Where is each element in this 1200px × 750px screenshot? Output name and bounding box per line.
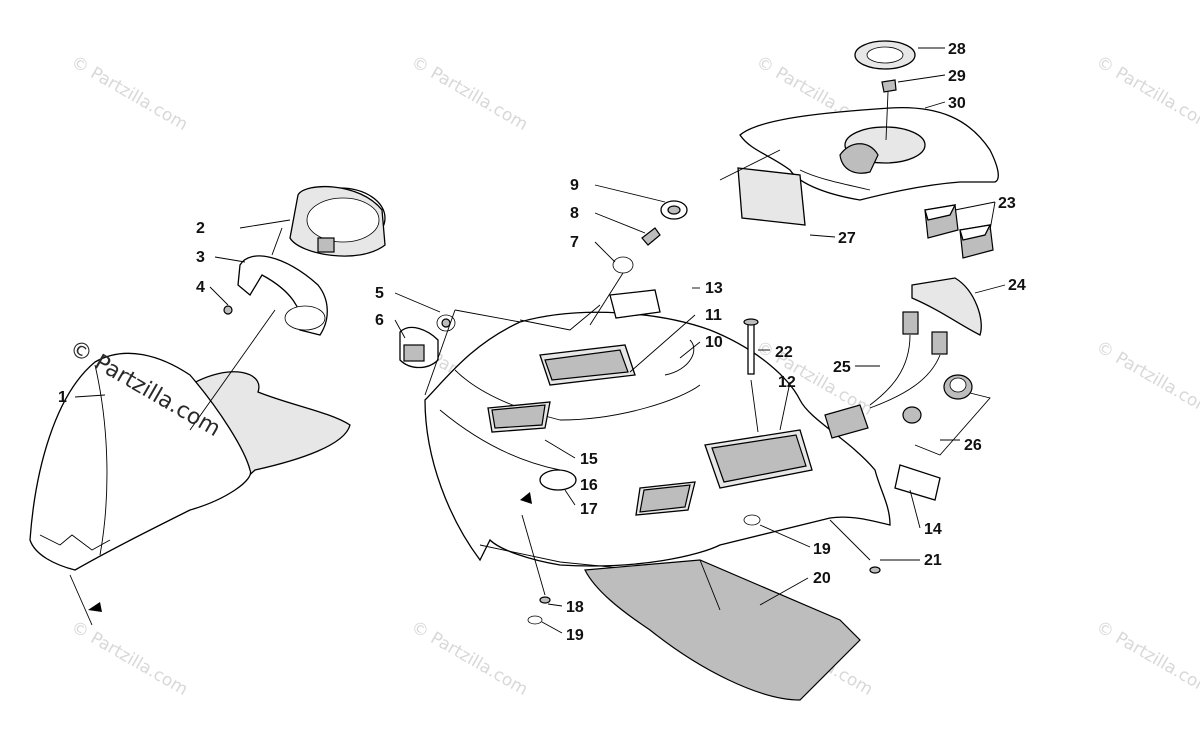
part-26-outlet [902,374,991,456]
part-5-6-switch [399,314,456,369]
callout-27: 27 [838,230,856,247]
callout-8: 8 [570,205,579,222]
callout-25: 25 [833,359,851,376]
callout-26: 26 [964,437,982,454]
callout-23: 23 [998,195,1016,212]
callout-10: 10 [705,334,723,351]
leader-lines [74,47,1006,634]
callout-11: 11 [705,307,722,324]
part-1-front-housing [29,352,351,626]
callout-19-right: 19 [813,541,831,558]
callout-18: 18 [566,599,584,616]
part-27-visor [737,167,806,226]
callout-1: 1 [58,389,67,406]
callout-22: 22 [775,344,793,361]
callout-3: 3 [196,249,205,266]
part-18-19-fasteners [520,492,881,625]
watermark-text: © Partzilla.com [68,617,192,700]
callout-numbers: 1 2 3 4 5 6 7 8 9 10 11 12 13 14 15 16 1… [58,41,1026,644]
callout-9: 9 [570,177,579,194]
watermark-text: © Partzilla.com [68,52,192,135]
callout-2: 2 [196,220,205,237]
callout-13: 13 [705,280,723,297]
callout-17: 17 [580,501,598,518]
part-20-pad [584,559,861,701]
part-3-bracket [237,255,328,336]
callout-19-bottom: 19 [566,627,584,644]
callout-4: 4 [196,279,205,296]
part-7-8-9-cap [589,200,688,326]
callout-14: 14 [924,521,942,538]
callout-20: 20 [813,570,831,587]
callout-6: 6 [375,312,384,329]
callout-24: 24 [1008,277,1026,294]
callout-28: 28 [948,41,966,58]
watermark-text: © Partzilla.com [1093,337,1200,420]
part-13-decal [609,289,661,319]
main-console-body [424,304,891,571]
part-4-screw [223,305,233,315]
callout-15: 15 [580,451,598,468]
callout-5: 5 [375,285,384,302]
part-2-gauge [271,186,386,257]
callout-29: 29 [948,68,966,85]
part-17-decal [539,469,577,491]
callout-21: 21 [924,552,942,569]
part-24-plate [911,277,982,336]
part-22-bolt [743,318,759,433]
part-30-top-cover [739,106,999,201]
part-14-decal [894,464,941,501]
watermark-text: © Partzilla.com [1093,617,1200,700]
callout-7: 7 [570,234,579,251]
callout-16: 16 [580,477,598,494]
part-25-harness [824,311,948,439]
part-28-29-ring [854,40,916,141]
watermark-text: © Partzilla.com [408,617,532,700]
part-23-switches [924,204,994,259]
callout-30: 30 [948,95,966,112]
watermark-text: © Partzilla.com [408,52,532,135]
callout-12: 12 [778,374,796,391]
watermark-text: © Partzilla.com [1093,52,1200,135]
